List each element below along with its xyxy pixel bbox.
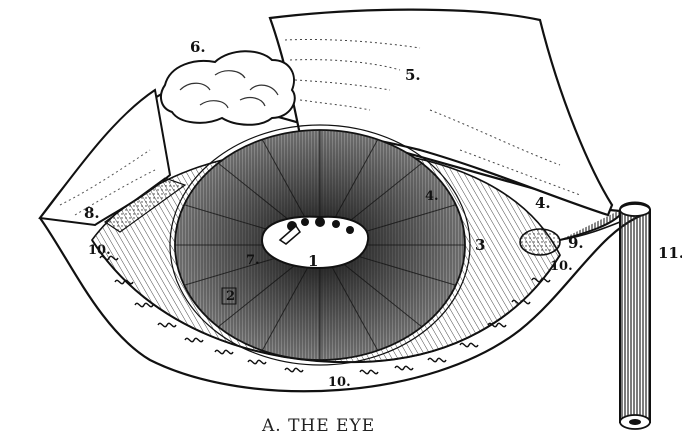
figure-caption: A. THE EYE — [261, 416, 375, 436]
label-10-left: 10. — [88, 243, 111, 258]
lacrimal-gland — [161, 51, 295, 125]
label-4b: 4. — [425, 189, 439, 204]
label-3: 3 — [475, 236, 485, 254]
label-10-right: 10. — [550, 259, 573, 274]
label-1: 1 — [308, 252, 318, 270]
label-5: 5. — [405, 66, 421, 84]
label-9: 9. — [568, 234, 584, 252]
label-10-bottom: 10. — [328, 375, 351, 390]
caruncle — [520, 229, 560, 255]
label-7: 7. — [246, 253, 260, 268]
label-8: 8. — [84, 204, 100, 222]
label-6: 6. — [190, 38, 206, 56]
label-2: 2 — [226, 289, 235, 304]
label-4: 4. — [535, 194, 551, 212]
label-11: 11. — [658, 244, 682, 262]
